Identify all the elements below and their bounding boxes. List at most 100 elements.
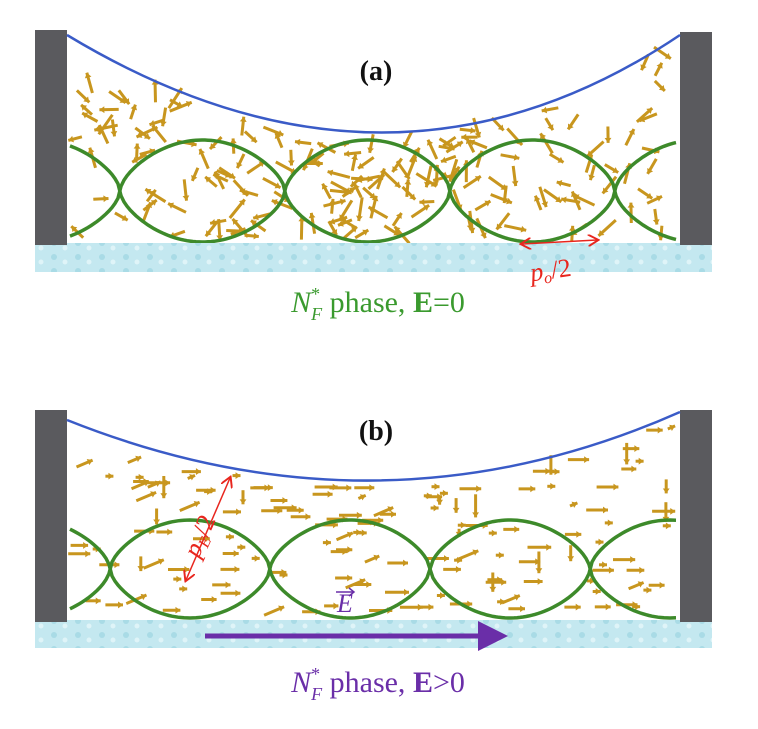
director-arrowhead [195,468,201,475]
director-field-b [68,424,676,617]
director-arrowhead [86,458,93,466]
director-arrowhead [541,201,548,208]
director-arrowhead [623,459,631,465]
director-arrowhead [498,551,504,559]
director-arrowhead [211,596,217,603]
director-arrowhead [119,97,126,103]
helix-curves-a [69,138,677,244]
director-arrowhead [287,160,295,166]
director-arrowhead [607,519,613,527]
director-arrowhead [347,546,353,554]
director-arrowhead [635,603,641,611]
director-arrowhead [191,174,198,181]
director-arrowhead [513,594,520,601]
director-arrowhead [83,542,89,549]
director-arrowhead [294,138,301,146]
director-arrowhead [274,182,281,189]
caption-b: N*F phase, E>0 [290,664,465,704]
director-arrowhead [271,199,278,206]
director-arrowhead [598,538,604,546]
director-arrowhead [555,196,562,202]
director-arrowhead [347,574,353,582]
director-arrowhead [253,232,259,240]
director-arrowhead [362,229,369,236]
director-arrowhead [541,106,548,114]
director-arrowhead [99,106,105,114]
director-arrowhead [82,112,89,119]
helix-curve [69,138,677,244]
director-arrowhead [298,216,306,222]
director-arrowhead [439,592,445,599]
director-arrowhead [640,64,647,71]
director-arrowhead [167,528,173,536]
director-arrowhead [602,561,608,569]
director-arrowhead [321,183,328,190]
director-arrowhead [576,530,582,538]
director-arrowhead [513,154,520,161]
director-arrowhead [182,195,190,201]
director-arrowhead [387,506,394,513]
director-arrowhead [143,133,150,139]
director-arrowhead [95,597,101,605]
director-arrowhead [664,52,671,59]
director-arrowhead [346,188,352,196]
director-arrowhead [145,202,152,209]
director-arrowhead [474,131,482,138]
director-arrowhead [404,179,412,185]
director-arrowhead [379,168,386,175]
director-arrowhead [274,133,281,140]
director-arrowhead [670,507,676,515]
director-arrowhead [587,150,594,157]
director-arrowhead [588,174,595,181]
director-arrowhead [470,127,476,134]
director-arrowhead [430,180,437,187]
director-arrowhead [232,218,239,225]
director-arrowhead [356,176,363,184]
director-arrowhead [480,232,487,239]
director-arrowhead [627,202,635,208]
director-arrowhead [665,522,671,530]
meniscus-a [66,33,681,134]
director-arrowhead [118,601,124,609]
pitch-label-b: pE/2 [177,510,224,564]
panel-b: (b) pE/2 E N*F phase, E>0 [35,410,712,704]
director-arrowhead [160,120,167,127]
director-arrowhead [391,510,396,518]
director-arrowhead [530,485,536,493]
director-arrowhead [325,539,331,547]
vector-arrow-icon [336,587,356,597]
director-arrowhead [575,603,581,611]
director-arrowhead [133,143,141,149]
panel-label-a: (a) [360,56,393,87]
director-arrowhead [135,455,142,463]
director-arrowhead [449,144,455,152]
director-arrowhead [331,229,338,236]
director-arrowhead [333,602,339,610]
director-arrowhead [436,499,443,505]
director-arrowhead [631,465,637,473]
director-arrowhead [547,124,554,131]
director-arrowhead [657,426,663,434]
director-arrowhead [392,166,399,173]
director-arrowhead [441,156,447,164]
director-arrowhead [452,507,460,513]
director-arrowhead [639,566,645,574]
director-arrowhead [455,566,461,573]
director-arrowhead [359,578,366,585]
director-arrowhead [568,123,574,130]
director-arrowhead [369,192,376,199]
director-arrowhead [317,142,324,149]
director-arrowhead [474,176,481,182]
director-arrowhead [236,162,243,169]
director-arrowhead [339,214,346,221]
director-arrowhead [646,586,652,594]
director-arrowhead [394,181,401,188]
director-arrowhead [94,125,100,133]
director-arrowhead [205,176,212,183]
director-arrowhead [239,499,247,505]
director-arrowhead [239,188,246,195]
director-arrowhead [603,506,608,514]
director-arrowhead [150,491,157,498]
director-arrowhead [497,124,504,131]
